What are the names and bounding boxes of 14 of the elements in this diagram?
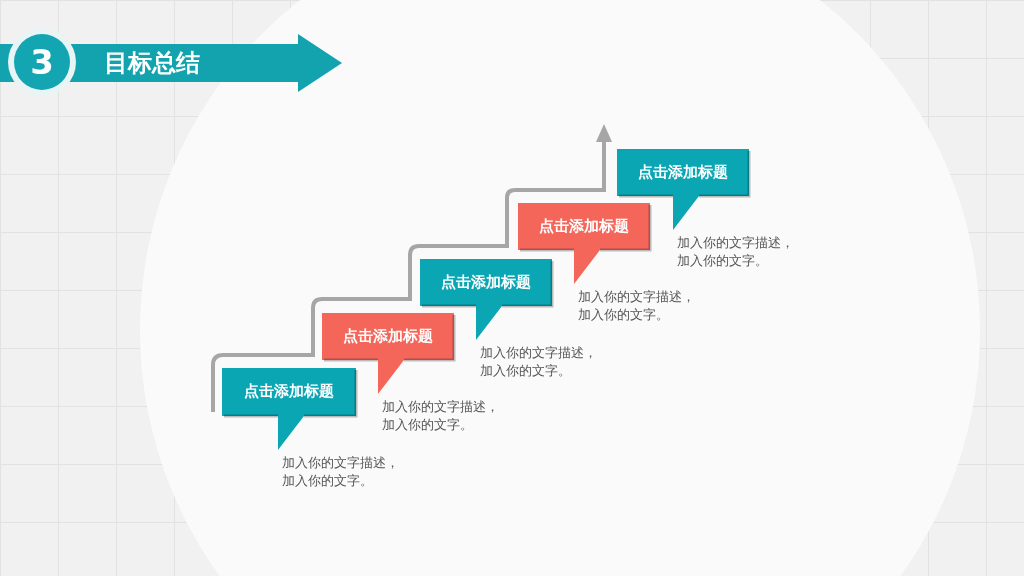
callout-box [222,368,356,450]
description-text: 加入你的文字描述，加入你的文字。 [282,454,400,490]
callout-title: 点击添加标题 [538,216,630,236]
callout-title: 点击添加标题 [243,381,335,401]
number-circle [8,28,76,96]
slide-title: 目标总结 [104,48,200,79]
description-text: 加入你的文字描述，加入你的文字。 [578,288,696,324]
description-text: 加入你的文字描述，加入你的文字。 [677,234,795,270]
section-number: 3 [29,42,55,82]
callout-title: 点击添加标题 [440,272,532,292]
description-text: 加入你的文字描述，加入你的文字。 [480,344,598,380]
description-text: 加入你的文字描述，加入你的文字。 [382,398,500,434]
callout-title: 点击添加标题 [342,326,434,346]
callout-title: 点击添加标题 [637,162,729,182]
